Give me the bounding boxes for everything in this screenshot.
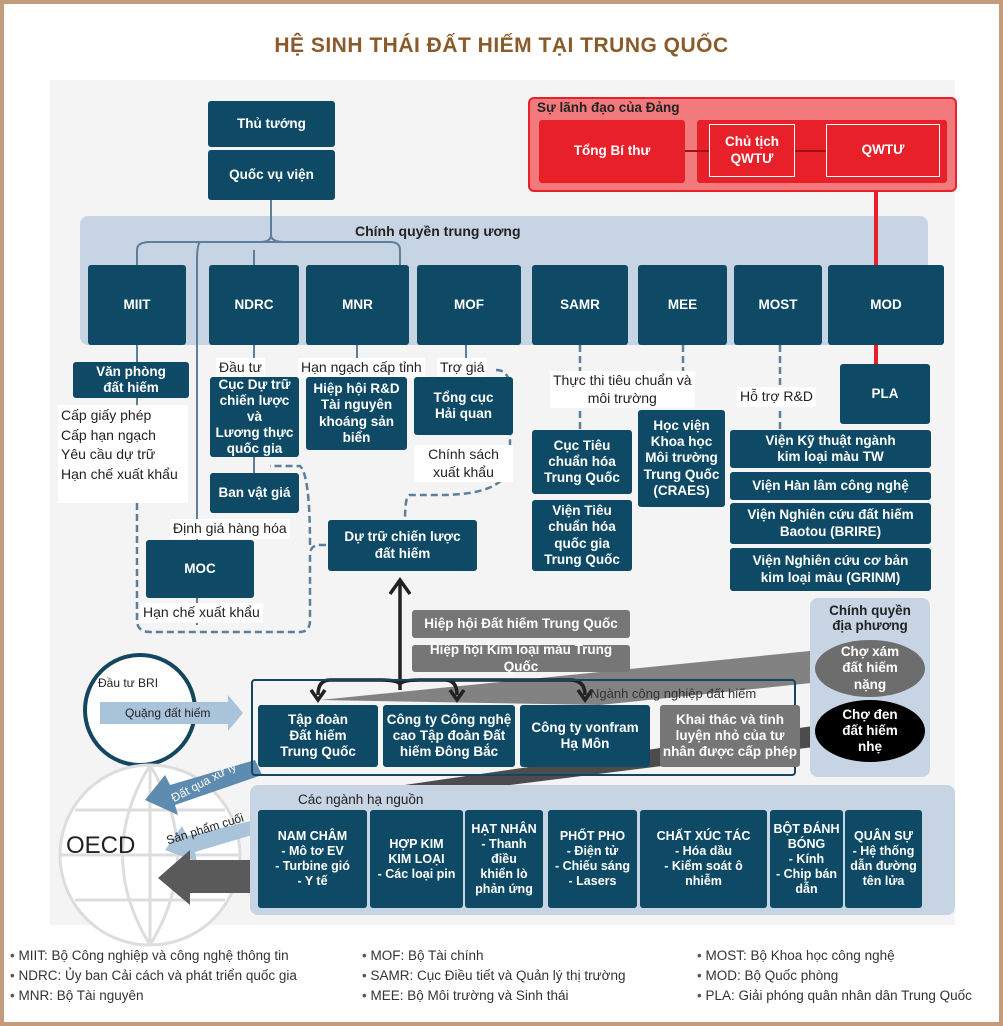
rnd-support-label: Hỗ trợ R&D [737, 387, 816, 407]
company-box: Tập đoàn Đất hiếm Trung Quốc [258, 705, 378, 767]
ministry-most[interactable]: MOST [734, 265, 822, 345]
sector-box: HẠT NHÂN - Thanh điều khiển lò phản ứng [465, 810, 543, 908]
cmc-chair-box: Chủ tịch QWTƯ [709, 124, 795, 177]
moc-box[interactable]: MOC [146, 540, 254, 598]
miit-duties-text: Cấp giấy phép Cấp hạn ngạch Yêu cầu dự t… [58, 405, 188, 503]
ore-arrow-label: Quặng đất hiếm [125, 706, 211, 720]
standardization-bureau-box: Cục Tiêu chuẩn hóa Trung Quốc [532, 430, 632, 494]
ministry-ndrc[interactable]: NDRC [209, 265, 299, 345]
ministry-mod[interactable]: MOD [828, 265, 944, 345]
price-bureau-box: Ban vật giá [210, 473, 299, 513]
bri-label: Đầu tư BRI [98, 676, 159, 690]
institute-box: Viện Nghiên cứu cơ bản kim loại màu (GRI… [730, 548, 931, 591]
ministry-mnr[interactable]: MNR [306, 265, 409, 345]
premier-box: Thủ tướng [208, 101, 335, 147]
pla-box: PLA [840, 364, 930, 424]
sector-box: PHỐT PHO - Điện tử - Chiếu sáng - Lasers [548, 810, 637, 908]
sector-box: CHẤT XÚC TÁC - Hóa dầu - Kiểm soát ô nhi… [640, 810, 767, 908]
export-restriction-label: Hạn chế xuất khẩu [140, 603, 263, 623]
marine-mineral-assoc-box: Hiệp hội R&D Tài nguyên khoáng sản biển [306, 377, 407, 450]
company-box: Công ty Công nghệ cao Tập đoàn Đất hiếm … [383, 705, 515, 767]
export-policy-label: Chính sách xuất khẩu [414, 445, 513, 482]
strategic-reserve-box: Dự trữ chiến lược đất hiếm [328, 520, 477, 571]
rare-earth-assoc-box: Hiệp hội Đất hiếm Trung Quốc [412, 610, 630, 638]
oecd-label: OECD [66, 832, 136, 859]
company-box: Công ty vonfram Hạ Môn [520, 705, 650, 767]
standardization-institute-box: Viện Tiêu chuẩn hóa quốc gia Trung Quốc [532, 500, 632, 571]
institute-box: Viện Hàn lâm công nghệ [730, 472, 931, 500]
private-mining-box: Khai thác và tinh luyện nhỏ của tư nhân … [660, 705, 800, 767]
sector-box: BỘT ĐÁNH BÓNG - Kính - Chip bán dẫn [770, 810, 843, 908]
legend-item: SAMR: Cục Điều tiết và Quản lý thị trườn… [362, 966, 625, 986]
institute-box: Viện Kỹ thuật ngành kim loại màu TW [730, 430, 931, 468]
ministry-samr[interactable]: SAMR [532, 265, 628, 345]
legend-item: NDRC: Ủy ban Cải cách và phát triển quốc… [10, 966, 296, 986]
legend-item: MEE: Bộ Môi trường và Sinh thái [362, 986, 625, 1006]
legend-column: MIIT: Bộ Công nghiệp và công nghệ thông … [10, 946, 297, 1006]
black-market-bubble: Chợ đen đất hiếm nhẹ [815, 700, 925, 762]
grey-market-bubble: Chợ xám đất hiếm nặng [815, 640, 925, 697]
customs-box: Tổng cục Hải quan [414, 377, 513, 435]
sector-box: HỢP KIM KIM LOẠI - Các loại pin [370, 810, 463, 908]
ministry-mof[interactable]: MOF [417, 265, 521, 345]
institute-box: Viện Nghiên cứu đất hiếm Baotou (BRIRE) [730, 503, 931, 544]
subsidy-label: Trợ giá [437, 358, 488, 378]
sector-box: NAM CHÂM - Mô tơ EV - Turbine gió - Y tế [258, 810, 367, 908]
cmc-box: QWTƯ [826, 124, 940, 177]
gen-sec-box: Tổng Bí thư [539, 120, 685, 183]
legend-item: MOST: Bộ Khoa học công nghệ [697, 946, 972, 966]
ministry-mee[interactable]: MEE [638, 265, 727, 345]
central-government-label: Chính quyền trung ương [355, 223, 521, 239]
ministry-miit[interactable]: MIIT [88, 265, 186, 345]
craes-box: Học viện Khoa học Môi trường Trung Quốc … [638, 410, 725, 507]
sector-box: QUÂN SỰ - Hệ thống dẫn đường tên lửa [845, 810, 922, 908]
commodity-pricing-label: Định giá hàng hóa [170, 519, 290, 539]
legend-item: MNR: Bộ Tài nguyên [10, 986, 297, 1006]
local-government-label: Chính quyền địa phương [829, 603, 911, 633]
legend-column: MOST: Bộ Khoa học công nghệ MOD: Bộ Quốc… [697, 946, 972, 1006]
party-label: Sự lãnh đạo của Đảng [537, 100, 680, 115]
legend-item: PLA: Giải phóng quân nhân dân Trung Quốc [697, 986, 971, 1006]
rare-earth-office-box: Văn phòng đất hiếm [73, 362, 189, 398]
legend-column: MOF: Bộ Tài chính SAMR: Cục Điều tiết và… [362, 946, 625, 1006]
standards-enforcement-label: Thực thi tiêu chuẩn và môi trường [550, 371, 695, 408]
provincial-quota-label: Hạn ngạch cấp tỉnh [298, 358, 425, 378]
reserve-bureau-box: Cục Dự trữ chiến lược và Lương thực quốc… [210, 377, 299, 457]
legend-item: MOF: Bộ Tài chính [362, 946, 625, 966]
downstream-label: Các ngành hạ nguồn [298, 792, 424, 807]
state-council-box: Quốc vụ viện [208, 150, 335, 200]
nonferrous-assoc-box: Hiệp hội Kim loại màu Trung Quốc [412, 642, 630, 674]
page-title: HỆ SINH THÁI ĐẤT HIẾM TẠI TRUNG QUỐC [274, 34, 729, 57]
legend-item: MIIT: Bộ Công nghiệp và công nghệ thông … [10, 946, 297, 966]
ndrc-investment-label: Đầu tư [216, 358, 265, 378]
legend-item: MOD: Bộ Quốc phòng [697, 966, 972, 986]
industry-label: Ngành công nghiệp đất hiếm [590, 686, 757, 701]
